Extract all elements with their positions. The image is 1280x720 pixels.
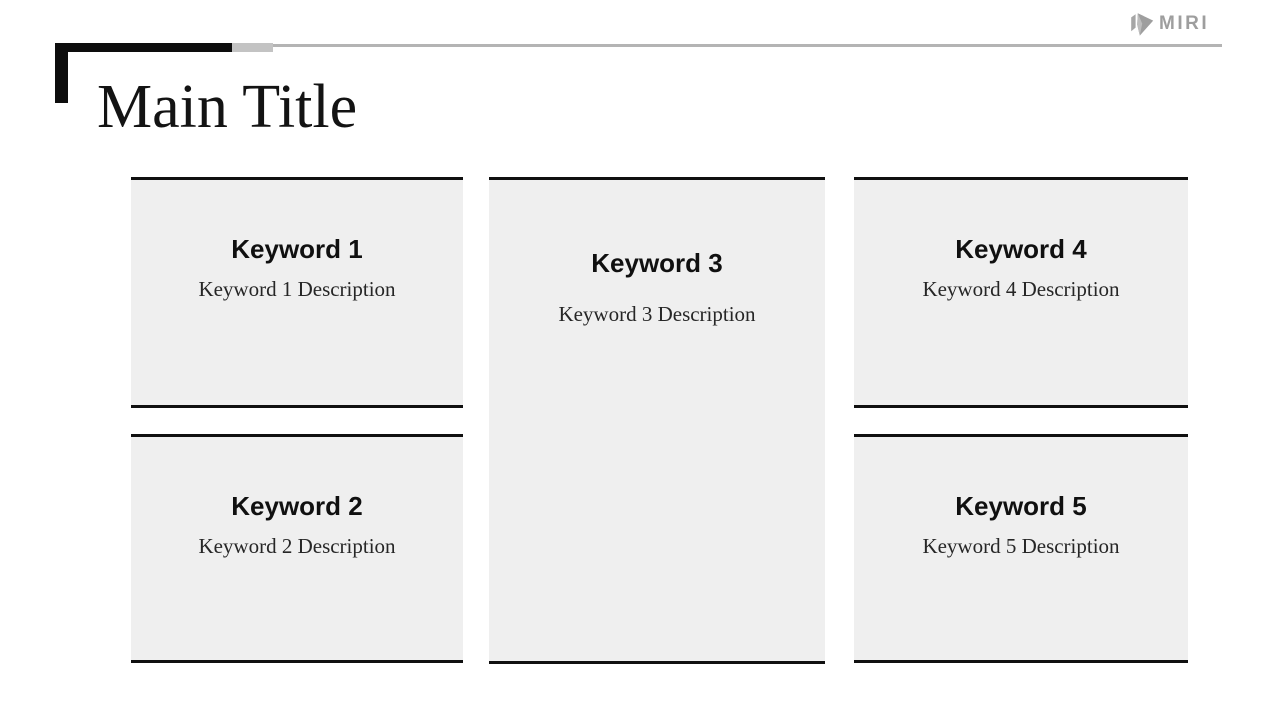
card-description: Keyword 3 Description	[558, 302, 756, 326]
brand-name: MIRI	[1159, 13, 1210, 34]
card-keyword: Keyword 1	[231, 234, 363, 264]
card-keyword: Keyword 4	[955, 234, 1087, 264]
card-description: Keyword 2 Description	[198, 534, 396, 558]
card-keyword: Keyword 5	[955, 491, 1087, 521]
card-keyword: Keyword 2	[231, 491, 363, 521]
keyword-card-2: Keyword 2 Keyword 2 Description	[131, 434, 463, 663]
keyword-card-1: Keyword 1 Keyword 1 Description	[131, 177, 463, 408]
card-description: Keyword 5 Description	[922, 534, 1120, 558]
miri-logo-icon	[1129, 11, 1155, 37]
cards-column-right: Keyword 4 Keyword 4 Description Keyword …	[854, 177, 1188, 663]
top-rule-thin-line	[273, 44, 1222, 47]
keyword-card-4: Keyword 4 Keyword 4 Description	[854, 177, 1188, 408]
top-rule-black-segment	[55, 43, 232, 52]
card-keyword: Keyword 3	[591, 248, 723, 278]
corner-accent-bar	[55, 43, 68, 103]
page-title: Main Title	[97, 73, 358, 141]
keyword-card-3: Keyword 3 Keyword 3 Description	[489, 177, 825, 664]
card-description: Keyword 4 Description	[922, 277, 1120, 301]
keyword-card-5: Keyword 5 Keyword 5 Description	[854, 434, 1188, 663]
top-rule-gray-segment	[232, 43, 273, 52]
cards-column-middle: Keyword 3 Keyword 3 Description	[489, 177, 825, 664]
brand-logo: MIRI	[1129, 11, 1209, 37]
card-description: Keyword 1 Description	[198, 277, 396, 301]
cards-column-left: Keyword 1 Keyword 1 Description Keyword …	[131, 177, 463, 663]
